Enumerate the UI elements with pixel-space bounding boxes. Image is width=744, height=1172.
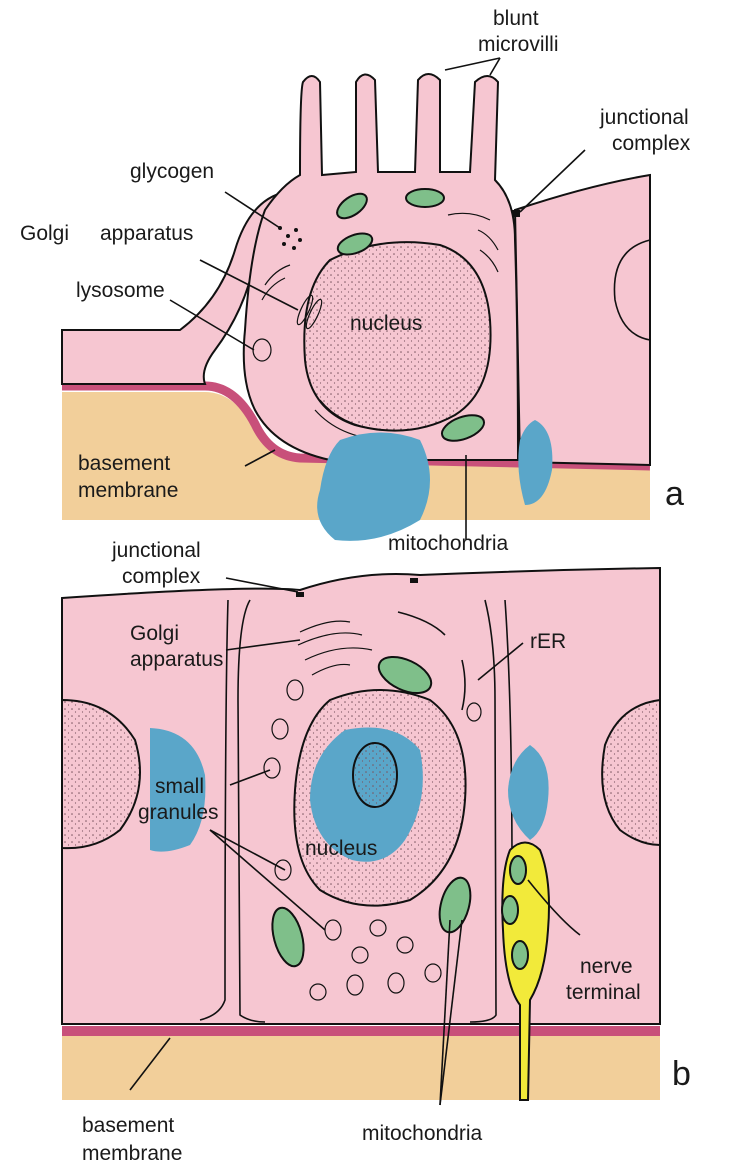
label-basement-b: basement	[82, 1114, 174, 1137]
label-apparatus-b: apparatus	[130, 648, 223, 671]
panel-b: junctional complex Golgi apparatus rER s…	[62, 539, 691, 1165]
label-basement-a: basement	[78, 452, 170, 475]
label-nerve: nerve	[580, 955, 633, 978]
connective-tissue-b	[62, 1035, 660, 1100]
label-complex-a: complex	[612, 132, 691, 155]
label-blunt: blunt	[493, 7, 539, 30]
label-junctional-a: junctional	[599, 106, 689, 129]
label-mitochondria-a: mitochondria	[388, 532, 509, 555]
label-membrane-b: membrane	[82, 1142, 182, 1165]
label-golgi-b: Golgi	[130, 622, 179, 645]
junction-b-left	[296, 592, 304, 597]
junction-b-right	[410, 578, 418, 583]
label-nucleus-a: nucleus	[350, 312, 422, 335]
label-terminal: terminal	[566, 981, 641, 1004]
label-lysosome: lysosome	[76, 279, 165, 302]
label-rer: rER	[530, 630, 566, 653]
label-junctional-b: junctional	[111, 539, 201, 562]
label-nucleus-b: nucleus	[305, 837, 377, 860]
panel-a: blunt microvilli junctional complex glyc…	[20, 7, 691, 555]
panel-label-b: b	[672, 1055, 691, 1093]
label-apparatus-a: apparatus	[100, 222, 193, 245]
label-small: small	[155, 775, 204, 798]
label-glycogen: glycogen	[130, 160, 214, 183]
basement-lamina-b	[62, 1026, 660, 1036]
label-membrane-a: membrane	[78, 479, 178, 502]
label-microvilli: microvilli	[478, 33, 559, 56]
nucleus-a	[304, 242, 490, 430]
nucleolus-b	[353, 743, 397, 807]
label-mitochondria-b: mitochondria	[362, 1122, 483, 1145]
label-complex-b: complex	[122, 565, 201, 588]
label-golgi-a: Golgi	[20, 222, 69, 245]
blue-cell-a-1	[317, 433, 430, 541]
label-granules: granules	[138, 801, 219, 824]
panel-label-a: a	[665, 475, 684, 513]
